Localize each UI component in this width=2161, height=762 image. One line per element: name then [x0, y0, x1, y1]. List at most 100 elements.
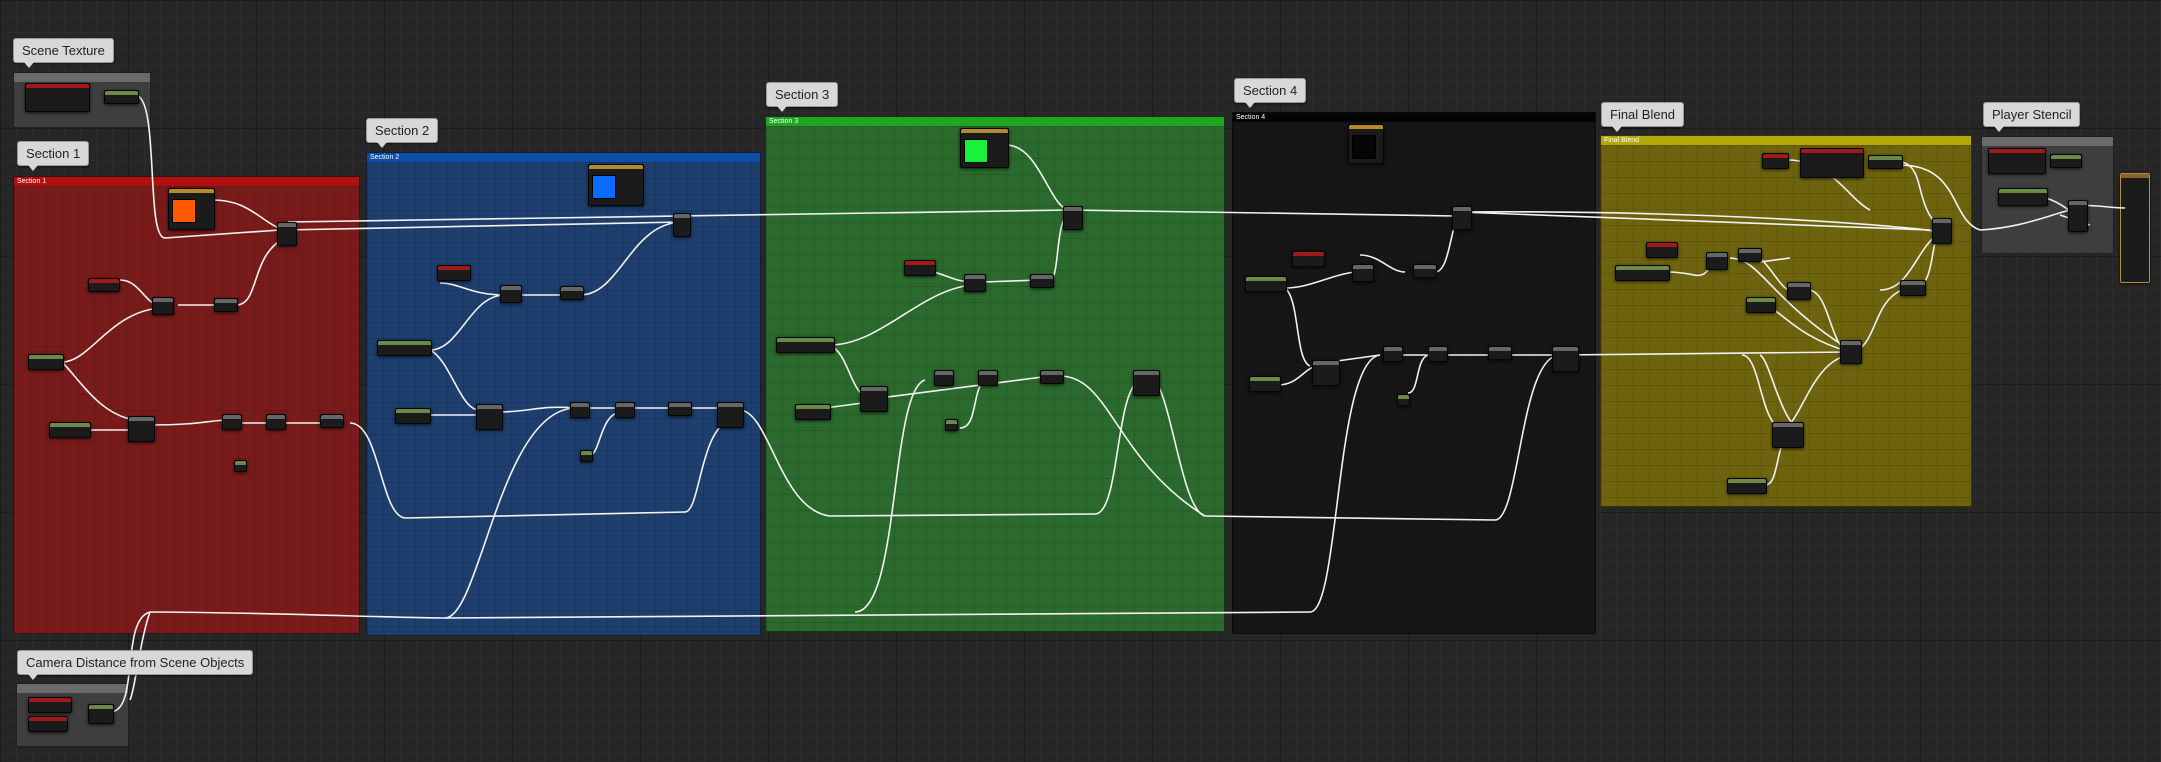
section3-clamp-node[interactable] — [1040, 370, 1064, 384]
section4-multiply-node[interactable] — [1352, 264, 1374, 282]
scene-texture-node[interactable] — [25, 83, 90, 112]
comment-final-blend[interactable]: Final Blend — [1601, 102, 1685, 132]
section4-const-header — [1398, 395, 1409, 399]
section3-compare-node[interactable] — [860, 386, 888, 412]
section1-param-c-node[interactable] — [49, 422, 91, 438]
blend-mask-node[interactable] — [1868, 155, 1903, 169]
section1-scalar-a-node[interactable] — [88, 278, 120, 292]
stencil-mask-node[interactable] — [2050, 154, 2082, 168]
section1-lerp-node[interactable] — [277, 222, 297, 246]
section1-multiply-node[interactable] — [152, 297, 174, 315]
blend-add-node[interactable] — [1738, 248, 1762, 262]
blend-param-b-node[interactable] — [1746, 297, 1776, 313]
section2-compare-node[interactable] — [476, 404, 503, 430]
section2-if-node[interactable] — [717, 402, 744, 428]
section3-vector-param-node[interactable] — [960, 128, 1009, 168]
section3-param-b-node[interactable] — [776, 337, 835, 353]
section2-vector-param-node[interactable] — [588, 164, 644, 206]
camera-scene-depth-node[interactable] — [28, 697, 72, 713]
comment-scene-texture[interactable]: Scene Texture — [13, 38, 114, 68]
section3-multiply-node[interactable] — [964, 274, 986, 292]
blend-power-node[interactable] — [1787, 282, 1811, 300]
comment-player-stencil[interactable]: Player Stencil — [1983, 102, 2081, 132]
section4-scalar-a-header — [1293, 252, 1324, 256]
section4-if-node[interactable] — [1552, 346, 1579, 372]
section2-param-c-node[interactable] — [395, 408, 431, 424]
blend-multiply-node[interactable] — [1706, 252, 1728, 270]
section2-param-b-node[interactable] — [377, 340, 432, 356]
section2-saturate-node[interactable] — [560, 286, 584, 300]
section4-vector-param-header — [1349, 125, 1383, 129]
section3-div-node[interactable] — [978, 370, 998, 386]
section1-div-node[interactable] — [266, 414, 286, 430]
camera-position-node[interactable] — [28, 716, 68, 732]
section1-vector-param-node[interactable] — [168, 188, 215, 230]
section4-param-c-node[interactable] — [1249, 376, 1281, 392]
section1-sub-node[interactable] — [222, 414, 242, 430]
blend-param-c-node[interactable] — [1727, 478, 1767, 494]
section1-lerp-header — [278, 223, 296, 227]
blend-param-a-node[interactable] — [1615, 265, 1670, 281]
section2-color-swatch — [592, 175, 616, 199]
section4-sub-node[interactable] — [1383, 346, 1403, 362]
blend-lerp-b-node[interactable] — [1840, 340, 1862, 364]
stencil-lerp-node[interactable] — [2068, 200, 2088, 232]
section2-lerp-node[interactable] — [673, 213, 691, 237]
blend-scalar-b-node[interactable] — [1646, 242, 1678, 258]
section2-clamp-node[interactable] — [668, 402, 692, 416]
section1-multiply-header — [153, 298, 173, 302]
section1-compare-node[interactable] — [128, 416, 155, 442]
section2-const-node[interactable] — [580, 450, 593, 462]
section2-sub-node[interactable] — [570, 402, 590, 418]
stencil-param-node[interactable] — [1998, 188, 2048, 206]
section3-saturate-node[interactable] — [1030, 274, 1054, 288]
section-2-grid — [367, 162, 760, 635]
blend-compare-node[interactable] — [1772, 422, 1804, 448]
blend-lerp-node[interactable] — [1932, 218, 1952, 244]
comment-section-2[interactable]: Section 2 — [366, 118, 439, 148]
section-2-box[interactable]: Section 2 — [366, 152, 761, 636]
comment-camera-distance[interactable]: Camera Distance from Scene Objects — [17, 650, 254, 680]
section4-const-node[interactable] — [1397, 394, 1410, 406]
section3-param-c-node[interactable] — [795, 404, 831, 420]
comment-section-3[interactable]: Section 3 — [766, 82, 839, 112]
section4-scalar-a-node[interactable] — [1292, 251, 1325, 267]
section2-multiply-node[interactable] — [500, 285, 522, 303]
scene-texture-mask-node[interactable] — [104, 90, 139, 104]
section4-color-swatch — [1352, 135, 1376, 159]
blend-texture-node[interactable] — [1800, 148, 1864, 178]
section-3-header: Section 3 — [766, 117, 1224, 126]
section4-vector-param-node[interactable] — [1348, 124, 1384, 164]
section3-const-node[interactable] — [945, 419, 958, 431]
comment-section-4[interactable]: Section 4 — [1234, 78, 1307, 108]
section3-if-node[interactable] — [1133, 370, 1160, 396]
section3-sub-node[interactable] — [934, 370, 954, 386]
comment-section-1[interactable]: Section 1 — [17, 141, 90, 171]
section4-saturate-node[interactable] — [1413, 264, 1437, 278]
section1-clamp-node[interactable] — [320, 414, 344, 428]
section1-const-node[interactable] — [234, 460, 247, 472]
blend-texture-header — [1801, 149, 1863, 153]
section1-param-b-node[interactable] — [28, 354, 64, 370]
section1-saturate-node[interactable] — [214, 298, 238, 312]
blend-scalar-a-node[interactable] — [1762, 153, 1789, 169]
section2-scalar-a-node[interactable] — [437, 265, 471, 281]
blend-clamp-node[interactable] — [1900, 280, 1926, 296]
section2-vector-param-header — [589, 165, 643, 169]
section3-lerp-node[interactable] — [1063, 206, 1083, 230]
section4-lerp-node[interactable] — [1452, 206, 1472, 230]
section4-param-b-node[interactable] — [1245, 276, 1287, 292]
section4-div-node[interactable] — [1428, 346, 1448, 362]
section4-compare-node[interactable] — [1312, 360, 1340, 386]
blend-compare-header — [1773, 423, 1803, 427]
section-1-box[interactable]: Section 1 — [13, 176, 360, 634]
camera-distance-node[interactable] — [88, 704, 114, 724]
section4-lerp-header — [1453, 207, 1471, 211]
stencil-texture-node[interactable] — [1988, 148, 2046, 174]
section3-scalar-a-node[interactable] — [904, 260, 936, 276]
material-output-node[interactable] — [2120, 173, 2150, 283]
section2-div-node[interactable] — [615, 402, 635, 418]
section-4-box[interactable]: Section 4 — [1232, 112, 1596, 634]
section4-clamp-node[interactable] — [1488, 346, 1512, 360]
